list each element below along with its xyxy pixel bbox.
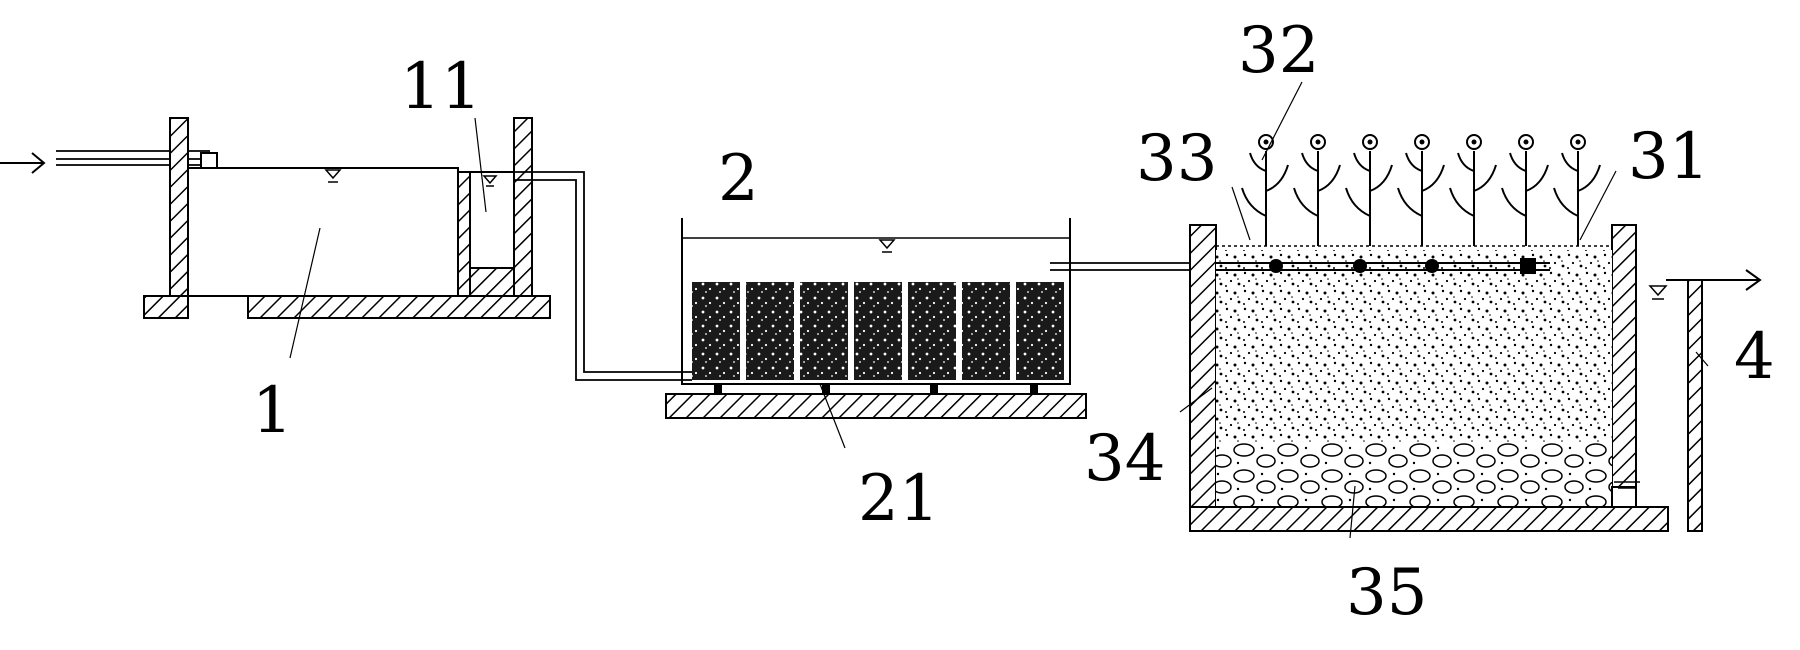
tank-1-right-wall: [513, 117, 533, 297]
label-21: 21: [858, 462, 939, 536]
outlet-chamber-4: [1611, 269, 1762, 532]
tank-1-left-wall: [169, 117, 189, 297]
wetland-pebble-layer: [1216, 442, 1612, 507]
wetland-substrate: [1216, 250, 1612, 442]
wetland-plants: [1241, 134, 1601, 247]
distribution-nozzles: [1269, 258, 1536, 274]
water-level-icon: [878, 239, 896, 253]
wetland-right-wall: [1611, 224, 1637, 488]
tank-1-floor: [247, 295, 551, 319]
tank-1: [0, 117, 692, 381]
callout-labels: 1 11 2 21 31 32 33 34 35 4: [252, 14, 1775, 630]
filter-media-blocks: [692, 282, 1064, 380]
inflow-arrow-icon: [0, 152, 46, 174]
label-32: 32: [1238, 14, 1319, 88]
label-1: 1: [252, 374, 293, 448]
outlet-chamber-wall: [1687, 279, 1703, 532]
label-31: 31: [1628, 120, 1709, 194]
tank-1-chamber: [187, 167, 459, 297]
water-level-icon: [482, 175, 498, 187]
outflow-arrow-icon: [1666, 269, 1762, 291]
label-11: 11: [400, 50, 481, 124]
tank-2-base: [665, 393, 1087, 419]
tank-2: [665, 218, 1190, 419]
water-level-icon: [1648, 285, 1668, 300]
label-35: 35: [1346, 556, 1427, 630]
wetland-left-wall: [1189, 224, 1217, 508]
label-2: 2: [718, 142, 759, 216]
label-33: 33: [1136, 122, 1217, 196]
water-level-icon: [324, 169, 342, 183]
water-level-icon: [1614, 481, 1640, 489]
label-34: 34: [1084, 422, 1165, 496]
leader-lines: [289, 81, 1709, 539]
wetland-base: [1189, 506, 1669, 532]
support-legs: [714, 384, 1038, 394]
label-4: 4: [1734, 320, 1775, 394]
wetland-3: [1189, 134, 1669, 532]
